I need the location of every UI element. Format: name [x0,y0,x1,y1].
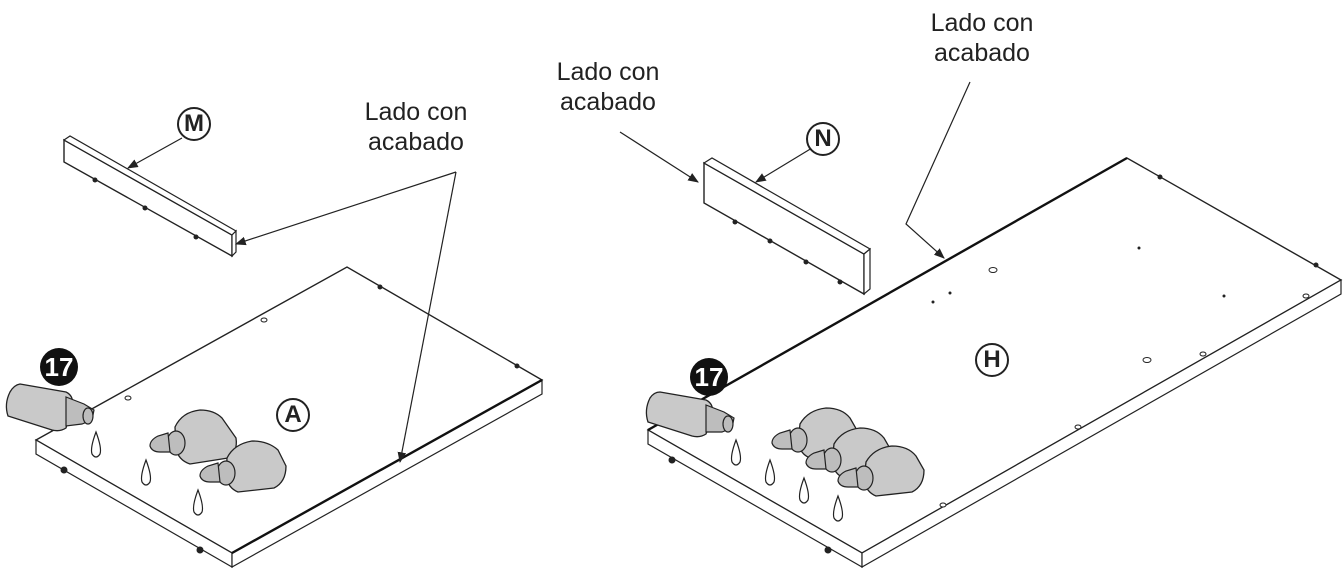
glue-bottle [149,409,237,465]
glue-bottle [645,391,735,438]
glue-drops [90,430,844,522]
part-label-m: M [177,107,211,141]
part-label-n: N [806,122,840,156]
glue-bottle [199,440,287,493]
part-label-a: A [276,398,310,432]
step-badge-right: 17 [690,358,728,396]
glue-bottle [5,383,95,432]
finished-side-label-left: Lado con acabado [364,98,468,156]
part-label-h: H [975,343,1009,377]
leader-lines [127,81,971,464]
rail-m [62,135,237,258]
glue-bottle [837,445,925,497]
step-badge-left: 17 [40,348,78,386]
rail-n [702,157,872,296]
finished-side-label-right: Lado con acabado [930,9,1034,67]
finished-side-label-center: Lado con acabado [556,58,660,116]
